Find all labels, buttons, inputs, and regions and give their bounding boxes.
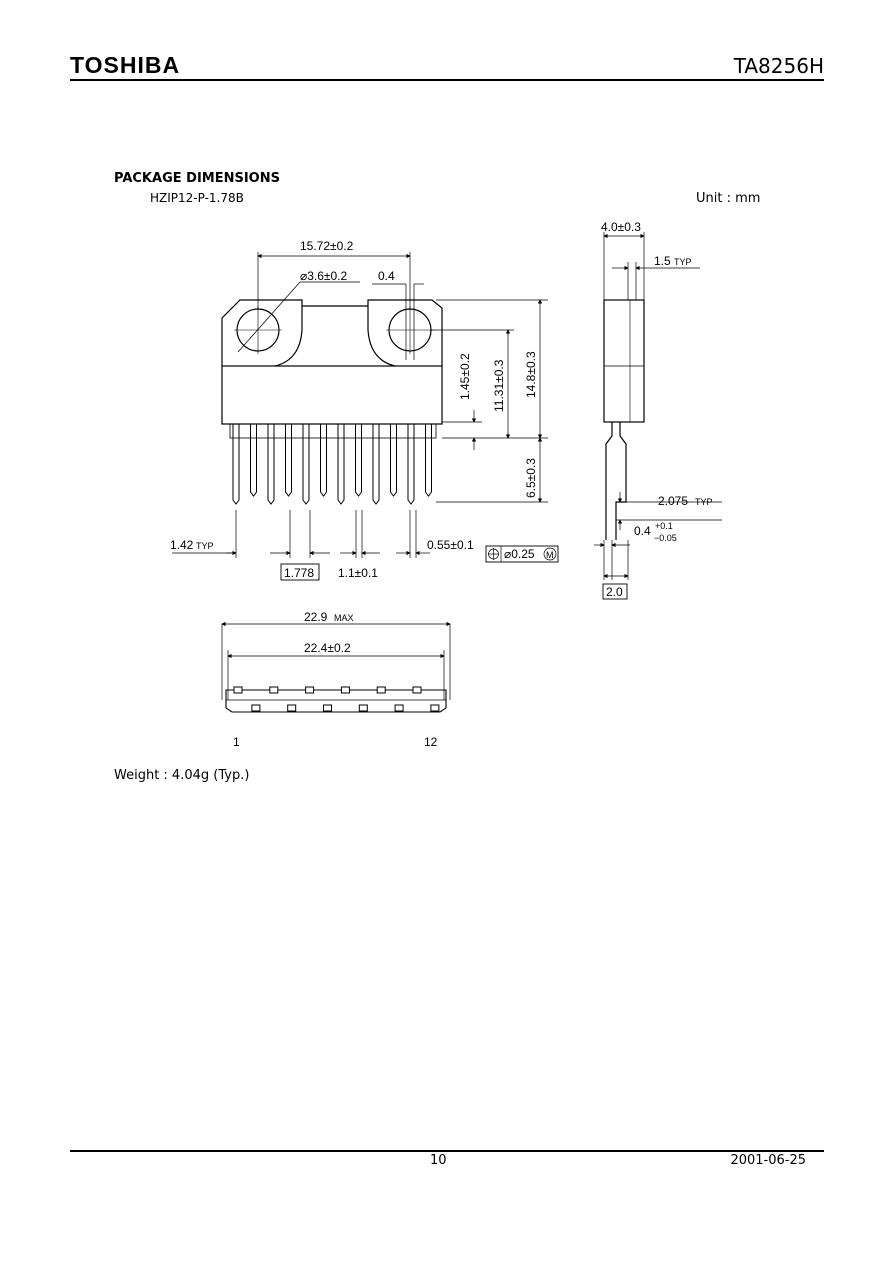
lead-pin xyxy=(267,424,275,505)
dim-4-0: 4.0±0.3 xyxy=(601,220,641,234)
lead-footprint xyxy=(376,686,386,694)
dim-22-9-max: MAX xyxy=(334,613,354,623)
lead-footprint xyxy=(394,704,404,712)
dim-11-31: 11.31±0.3 xyxy=(492,359,506,412)
dim-1-5: 1.5 xyxy=(654,254,671,268)
section-title: PACKAGE DIMENSIONS xyxy=(114,171,280,186)
lead-footprint xyxy=(269,686,279,694)
lead-pin xyxy=(390,424,397,497)
side-body xyxy=(603,299,645,423)
lead-pin xyxy=(355,424,362,497)
left-ear-curve xyxy=(274,306,303,367)
lead-footprint xyxy=(340,686,350,694)
dim-2-075-typ: TYP xyxy=(695,497,713,507)
lead-pin xyxy=(302,424,310,505)
dim-1-42-typ: TYP xyxy=(196,541,214,551)
lead-pin xyxy=(407,424,415,505)
lead-pin xyxy=(320,424,327,497)
dim-2-0: 2.0 xyxy=(606,585,623,599)
dim-1-1: 1.1±0.1 xyxy=(338,566,378,580)
part-number: TA8256H xyxy=(733,54,824,78)
lead-pin xyxy=(285,424,292,497)
right-ear-curve xyxy=(367,306,396,367)
pin-12-label: 12 xyxy=(424,735,438,749)
bottom-view xyxy=(221,621,451,713)
dim-1-5-typ: TYP xyxy=(674,257,692,267)
document-date: 2001-06-25 xyxy=(730,1153,806,1168)
lead-footprint xyxy=(358,704,368,712)
pin-1-label: 1 xyxy=(233,735,240,749)
dim-0-4: 0.4 xyxy=(378,269,395,283)
dim-15-72: 15.72±0.2 xyxy=(300,239,354,253)
side-lead xyxy=(605,422,627,540)
lead-pin xyxy=(250,424,257,497)
dim-lead-thickness-minus: −0.05 xyxy=(654,533,677,543)
lead-pin xyxy=(232,424,240,505)
dim-1-42: 1.42 xyxy=(170,538,194,552)
footer-rule xyxy=(70,1150,824,1152)
dim-position-tolerance: ⌀0.25 xyxy=(504,547,535,561)
dim-6-5: 6.5±0.3 xyxy=(524,458,538,498)
heatsink-tab xyxy=(221,299,443,366)
lead-footprint xyxy=(412,686,422,694)
dim-22-9: 22.9 xyxy=(304,610,328,624)
dim-1-45: 1.45±0.2 xyxy=(458,353,472,400)
dim-14-8: 14.8±0.3 xyxy=(524,351,538,398)
lead-pin xyxy=(425,424,432,497)
lead-footprint xyxy=(287,704,297,712)
dim-0-55: 0.55±0.1 xyxy=(427,538,474,552)
dim-2-075: 2.075 xyxy=(658,494,688,508)
dim-lead-thickness-plus: +0.1 xyxy=(655,521,673,531)
lead-pin xyxy=(372,424,380,505)
lead-footprint xyxy=(430,704,440,712)
lead-footprint xyxy=(323,704,332,712)
dim-lead-thickness: 0.4 xyxy=(634,524,651,538)
lead-footprint xyxy=(233,686,243,694)
bottom-body xyxy=(225,689,447,713)
lead-pin xyxy=(337,424,345,505)
header-rule xyxy=(70,79,824,81)
dim-pitch: 1.778 xyxy=(284,566,314,580)
page-number: 10 xyxy=(430,1153,447,1168)
front-leads xyxy=(232,424,432,505)
package-body xyxy=(221,365,443,425)
dim-22-4: 22.4±0.2 xyxy=(304,641,351,655)
dim-hole-diameter: ⌀3.6±0.2 xyxy=(300,269,348,283)
side-view xyxy=(603,299,645,540)
package-code: HZIP12-P-1.78B xyxy=(150,191,244,205)
bottom-leads xyxy=(233,686,440,712)
mmc-symbol: M xyxy=(546,550,554,560)
front-view xyxy=(221,299,443,439)
lead-footprint xyxy=(251,704,261,712)
brand-logo: TOSHIBA xyxy=(70,52,181,78)
lead-footprint xyxy=(305,686,315,694)
package-weight: Weight : 4.04g (Typ.) xyxy=(114,768,250,783)
unit-label: Unit : mm xyxy=(696,191,761,206)
